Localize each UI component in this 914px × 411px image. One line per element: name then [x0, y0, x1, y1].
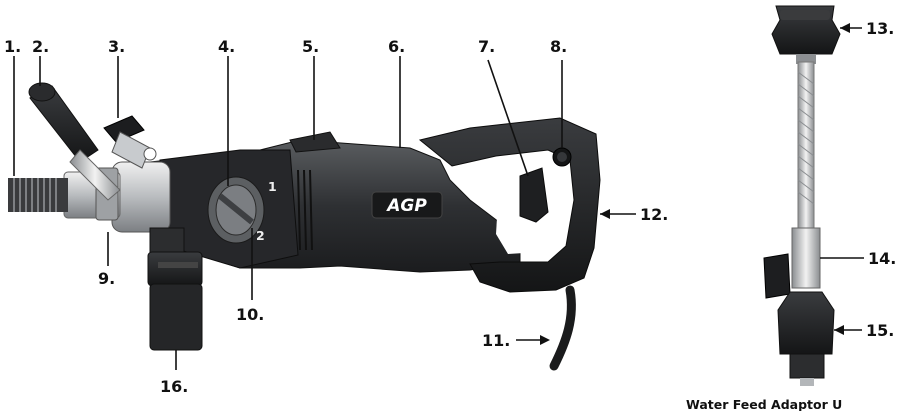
brand-logo-text: AGP [385, 196, 427, 216]
collar-clamp [103, 115, 157, 169]
gear-selector-knob: 1 2 [207, 176, 277, 244]
label-4: 4. [218, 37, 235, 56]
brand-logo: AGP [371, 191, 443, 219]
power-cable [549, 285, 576, 371]
label-14: 14. [868, 249, 896, 268]
vent-grille [297, 169, 313, 251]
label-2: 2. [32, 37, 49, 56]
label-9: 9. [98, 269, 115, 288]
leader-lines [13, 27, 864, 370]
water-feed-adaptor [763, 5, 841, 386]
trigger-switch [519, 167, 549, 223]
label-5: 5. [302, 37, 319, 56]
water-tap [147, 227, 203, 351]
label-1: 1. [4, 37, 21, 56]
drill-spindle-thread [8, 178, 68, 212]
label-11: 11. [482, 331, 510, 350]
label-3: 3. [108, 37, 125, 56]
rear-handle [418, 117, 601, 293]
label-10: 10. [236, 305, 264, 324]
core-drill: AGP 1 2 [8, 82, 601, 371]
water-feed-adaptor-caption: Water Feed Adaptor U [686, 397, 842, 411]
label-7: 7. [478, 37, 495, 56]
dial-mark-1: 1 [268, 179, 277, 194]
part-labels: 1. 2. 3. 4. 5. 6. 7. 8. 9. 10. 11. 12. 1… [4, 19, 896, 396]
top-housing [289, 131, 341, 153]
side-handle [28, 82, 121, 201]
dial-mark-2: 2 [256, 228, 265, 243]
label-12: 12. [640, 205, 668, 224]
label-13: 13. [866, 19, 894, 38]
label-16: 16. [160, 377, 188, 396]
label-6: 6. [388, 37, 405, 56]
leader-arrows [540, 23, 850, 345]
label-8: 8. [550, 37, 567, 56]
chuck-collar [111, 161, 171, 233]
label-15: 15. [866, 321, 894, 340]
